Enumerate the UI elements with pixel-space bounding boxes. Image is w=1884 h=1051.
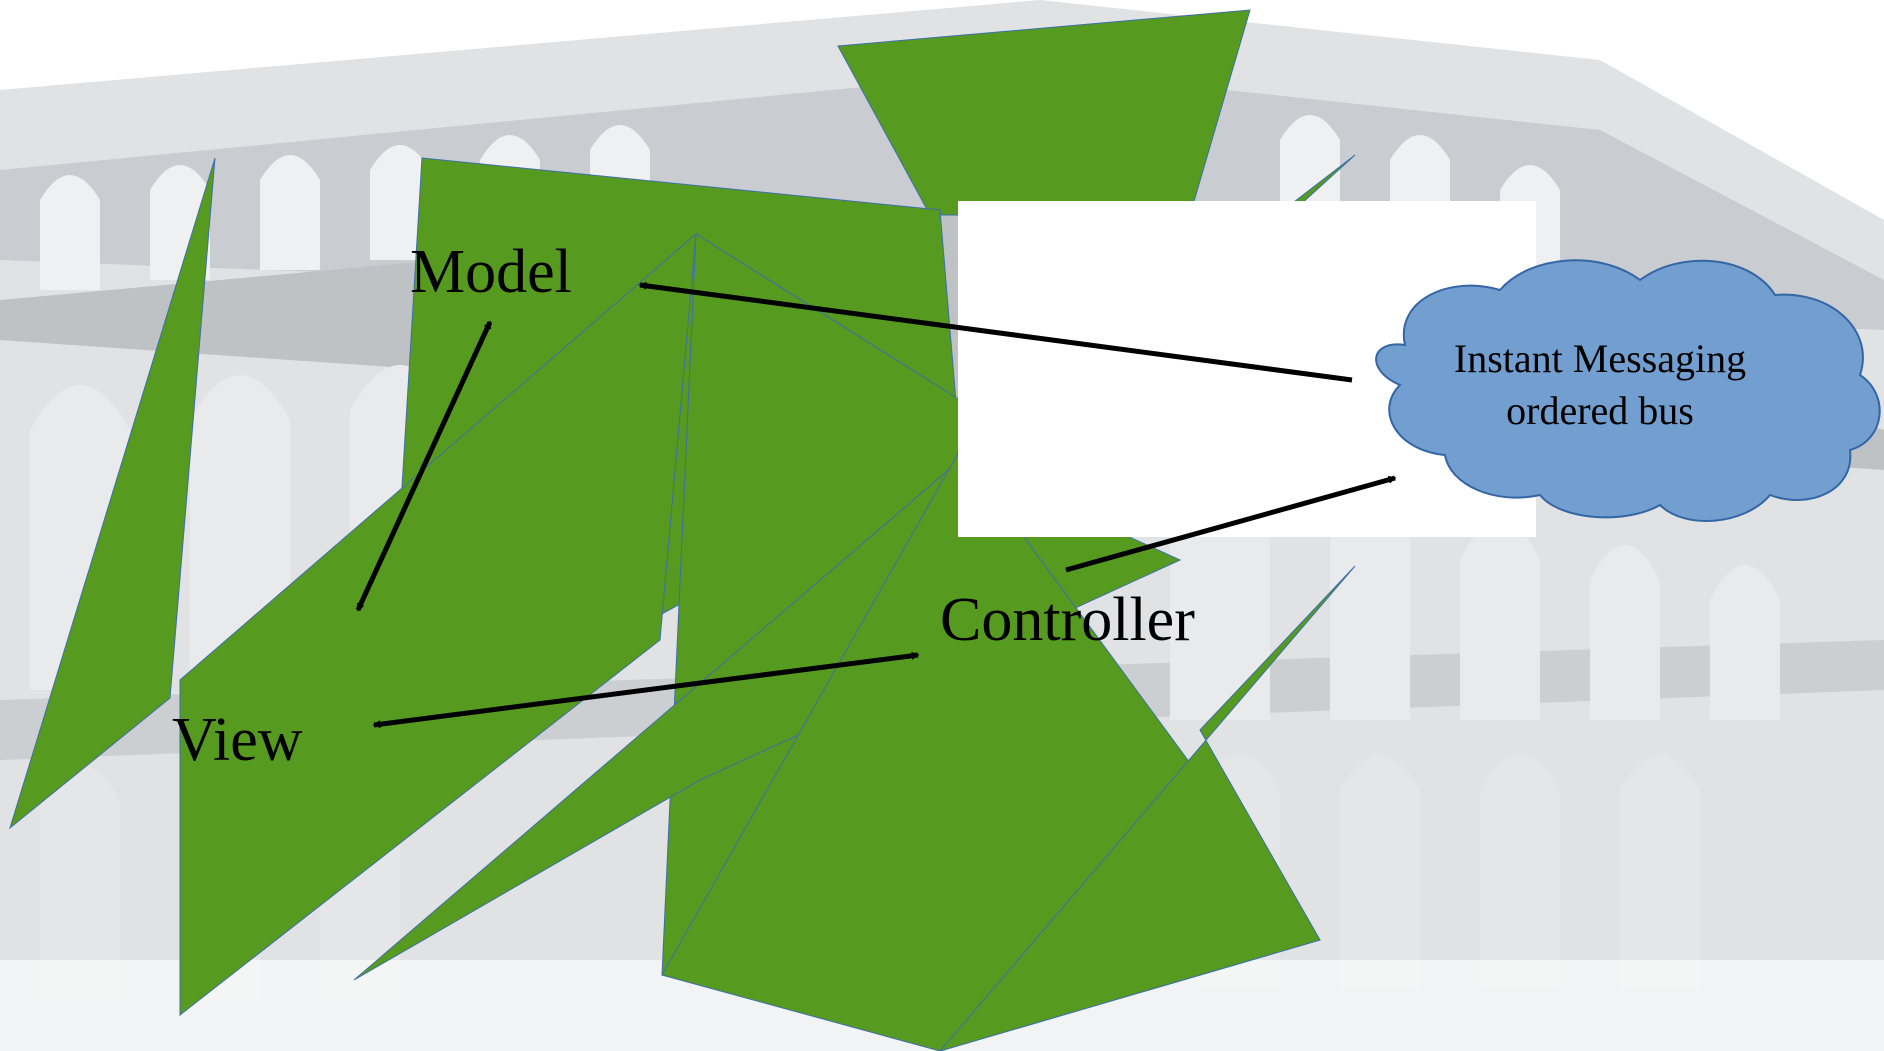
label-model: Model [410,238,572,306]
green-shape-right-triangle [939,565,1356,1051]
arrow-view-controller [372,651,920,729]
label-controller: Controller [940,586,1195,654]
cloud-shape[interactable] [1375,259,1881,522]
label-view: View [172,706,303,774]
arrow-controller-to-bus [1065,475,1397,573]
green-shape-left-sliver [9,157,216,830]
arrow-model-view [355,320,493,612]
label-bus-line2: ordered bus [1506,388,1694,433]
green-shape-diagonal-band-1 [179,232,697,1017]
arrow-bus-to-model [638,281,1353,383]
label-bus-line1: Instant Messaging [1454,336,1746,381]
arrows [355,281,1397,729]
